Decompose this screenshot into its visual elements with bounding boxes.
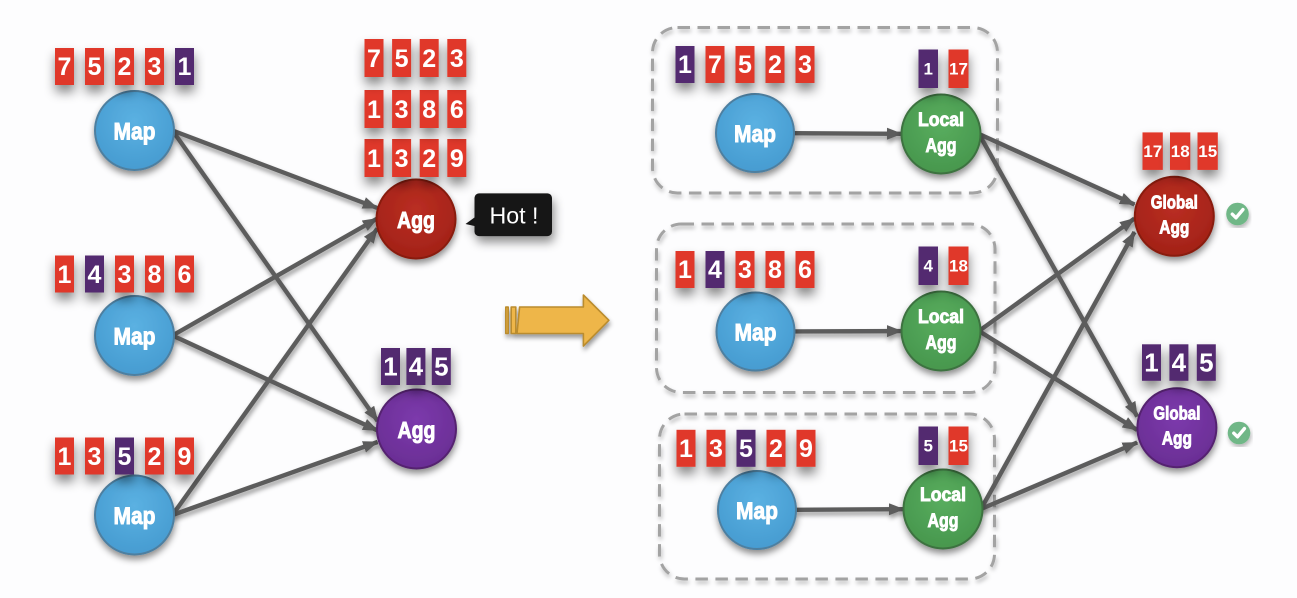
- svg-text:5: 5: [1199, 348, 1213, 378]
- svg-text:1: 1: [678, 256, 692, 284]
- svg-text:Agg: Agg: [1159, 216, 1189, 237]
- svg-text:5: 5: [118, 443, 132, 471]
- svg-text:Local: Local: [920, 484, 966, 506]
- svg-text:Agg: Agg: [398, 417, 436, 443]
- svg-text:1: 1: [367, 96, 381, 124]
- svg-text:17: 17: [1143, 142, 1162, 161]
- svg-text:Global: Global: [1151, 191, 1198, 212]
- svg-text:3: 3: [738, 256, 752, 284]
- svg-text:6: 6: [798, 256, 812, 284]
- svg-text:6: 6: [178, 261, 192, 289]
- svg-text:15: 15: [949, 437, 968, 456]
- svg-text:Map: Map: [114, 119, 156, 146]
- svg-text:Agg: Agg: [397, 207, 435, 233]
- svg-text:1: 1: [58, 443, 72, 471]
- svg-text:2: 2: [148, 443, 162, 471]
- svg-text:3: 3: [798, 51, 812, 79]
- svg-text:7: 7: [708, 51, 722, 79]
- svg-text:1: 1: [178, 53, 192, 81]
- svg-text:5: 5: [923, 437, 932, 456]
- svg-text:2: 2: [768, 51, 782, 79]
- svg-text:3: 3: [395, 145, 409, 173]
- svg-text:Agg: Agg: [928, 510, 959, 532]
- svg-text:1: 1: [923, 60, 932, 79]
- svg-text:3: 3: [148, 53, 162, 81]
- svg-text:9: 9: [450, 145, 464, 173]
- svg-text:7: 7: [58, 53, 72, 81]
- svg-text:17: 17: [949, 60, 968, 79]
- svg-text:5: 5: [434, 352, 448, 382]
- svg-text:3: 3: [395, 96, 409, 124]
- svg-text:8: 8: [148, 261, 162, 289]
- svg-text:Agg: Agg: [926, 332, 957, 354]
- svg-text:2: 2: [769, 435, 783, 463]
- svg-text:15: 15: [1198, 142, 1217, 161]
- svg-text:Map: Map: [734, 121, 776, 148]
- svg-text:Map: Map: [736, 498, 778, 525]
- svg-text:5: 5: [738, 51, 752, 79]
- svg-text:18: 18: [949, 257, 968, 276]
- svg-text:6: 6: [450, 96, 464, 124]
- svg-text:3: 3: [450, 45, 464, 73]
- svg-text:9: 9: [799, 435, 813, 463]
- svg-text:4: 4: [88, 261, 102, 289]
- svg-text:Hot !: Hot !: [490, 203, 539, 229]
- svg-text:Map: Map: [735, 320, 777, 347]
- svg-text:3: 3: [709, 435, 723, 463]
- svg-text:5: 5: [395, 45, 409, 73]
- svg-text:2: 2: [422, 45, 436, 73]
- svg-text:Global: Global: [1153, 403, 1200, 424]
- svg-text:18: 18: [1171, 142, 1190, 161]
- svg-text:4: 4: [923, 257, 933, 276]
- svg-text:4: 4: [708, 256, 722, 284]
- svg-text:3: 3: [118, 261, 132, 289]
- svg-text:1: 1: [678, 51, 692, 79]
- svg-text:Local: Local: [918, 109, 964, 131]
- svg-text:7: 7: [367, 45, 381, 73]
- svg-text:Local: Local: [918, 306, 964, 328]
- svg-text:4: 4: [409, 352, 424, 382]
- svg-text:1: 1: [58, 261, 72, 289]
- svg-text:8: 8: [768, 256, 782, 284]
- svg-text:1: 1: [679, 435, 693, 463]
- svg-text:3: 3: [88, 443, 102, 471]
- svg-text:2: 2: [422, 145, 436, 173]
- svg-text:Map: Map: [114, 503, 156, 530]
- svg-text:9: 9: [178, 443, 192, 471]
- svg-text:5: 5: [739, 435, 753, 463]
- svg-text:5: 5: [88, 53, 102, 81]
- svg-text:1: 1: [367, 145, 381, 173]
- svg-text:Map: Map: [114, 324, 156, 351]
- svg-text:2: 2: [118, 53, 132, 81]
- svg-text:8: 8: [422, 96, 436, 124]
- svg-text:1: 1: [383, 352, 397, 382]
- svg-text:4: 4: [1172, 348, 1187, 378]
- svg-text:Agg: Agg: [926, 135, 957, 157]
- svg-text:Agg: Agg: [1162, 428, 1192, 449]
- svg-text:1: 1: [1144, 348, 1158, 378]
